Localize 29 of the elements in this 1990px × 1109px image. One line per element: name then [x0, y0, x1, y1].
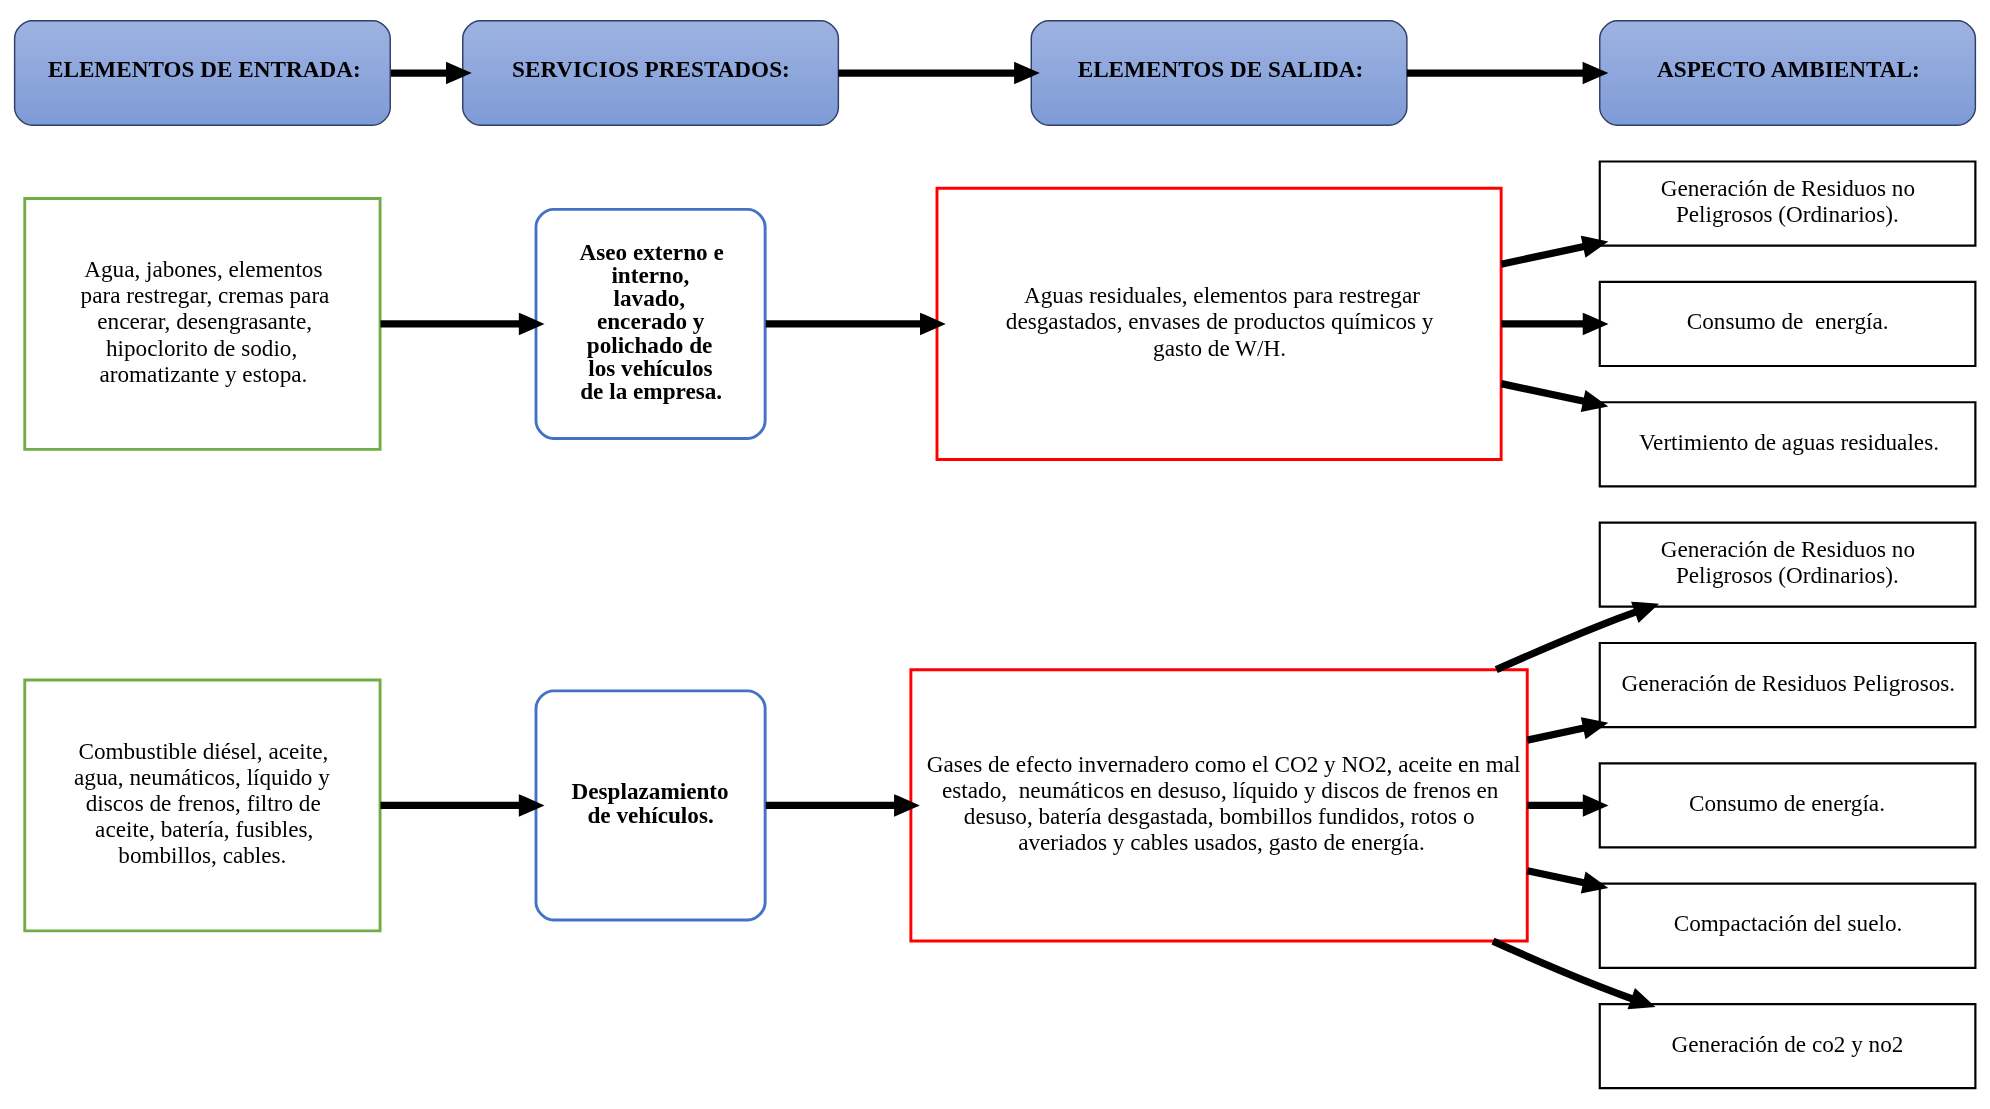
node-box: Compactación del suelo. [1598, 882, 1977, 969]
node-box: ASPECTO AMBIENTAL: [1599, 20, 1977, 126]
arrow [1491, 937, 1656, 1010]
arrow [1500, 380, 1609, 413]
node-box: Generación de Residuos Peligrosos. [1598, 641, 1977, 729]
arrow [765, 312, 946, 336]
node-box: Combustible diésel, aceite, agua, neumáticos, líquido y discos de frenos, filtro de aceite, batería, fusibles, bombillos, cables. [23, 678, 382, 933]
arrow [1500, 235, 1609, 268]
node-box: Gases de efecto invernadero como el CO2 y NO2, aceite en mal estado, neumáticos en desuso, líquido y discos de frenos en desuso, batería desgastada, bombillos fundidos, rotos o averiados y cables usados, gasto de energía. [909, 668, 1529, 943]
arrow [765, 794, 920, 817]
node-box: ELEMENTOS DE ENTRADA: [13, 20, 391, 126]
node-box: ELEMENTOS DE SALIDA: [1030, 20, 1408, 126]
node-box: Aguas residuales, elementos para restregar desgastados, envases de productos químicos y gasto de W/H. [935, 186, 1503, 461]
node-box: Consumo de energía. [1598, 762, 1977, 849]
arrow [1406, 61, 1609, 85]
node-box: Aseo externo e interno, lavado, encerado y polichado de los vehículos de la empresa. [534, 207, 767, 440]
arrow [1526, 717, 1609, 744]
node-box: Generación de co2 y no2 [1598, 1003, 1977, 1090]
node-box: Vertimiento de aguas residuales. [1598, 401, 1977, 488]
arrow [838, 61, 1040, 85]
node-box: Generación de Residuos no Peligrosos (Ordinarios). [1598, 521, 1977, 608]
arrow [390, 61, 472, 85]
node-box: Consumo de energía. [1598, 280, 1977, 368]
node-box: Agua, jabones, elementos para restregar, cremas para encerar, desengrasante, hipoclorito de sodio, aromatizante y estopa. [23, 197, 382, 451]
node-box: SERVICIOS PRESTADOS: [462, 20, 840, 126]
node-box: Desplazamiento de vehículos. [534, 689, 767, 922]
arrow [1494, 601, 1660, 673]
node-box: Generación de Residuos no Peligrosos (Ordinarios). [1598, 160, 1977, 247]
arrow [1526, 867, 1609, 894]
